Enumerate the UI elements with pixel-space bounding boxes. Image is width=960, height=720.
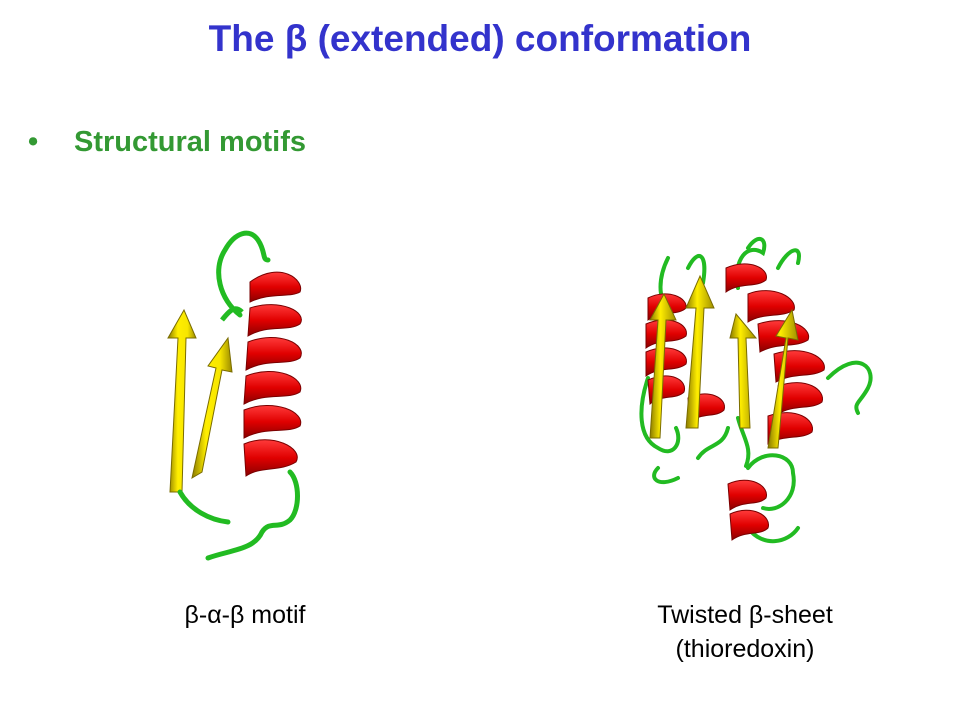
beta-alpha-beta-motif-image bbox=[167, 230, 302, 561]
bullet-text: Structural motifs bbox=[74, 126, 307, 158]
caption-beta-alpha-beta: β-α-β motif bbox=[150, 598, 340, 632]
caption-text: β-α-β motif bbox=[184, 601, 306, 629]
bullet-marker: • bbox=[28, 126, 39, 158]
bullet-item: • Structural motifs bbox=[28, 126, 306, 159]
caption-twisted-beta-sheet: Twisted β-sheet (thioredoxin) bbox=[600, 598, 890, 666]
caption-line-2: (thioredoxin) bbox=[675, 635, 815, 663]
thioredoxin-structure-image bbox=[639, 237, 873, 544]
caption-line-1: Twisted β-sheet bbox=[657, 601, 833, 629]
slide-title: The β (extended) conformation bbox=[208, 18, 752, 59]
